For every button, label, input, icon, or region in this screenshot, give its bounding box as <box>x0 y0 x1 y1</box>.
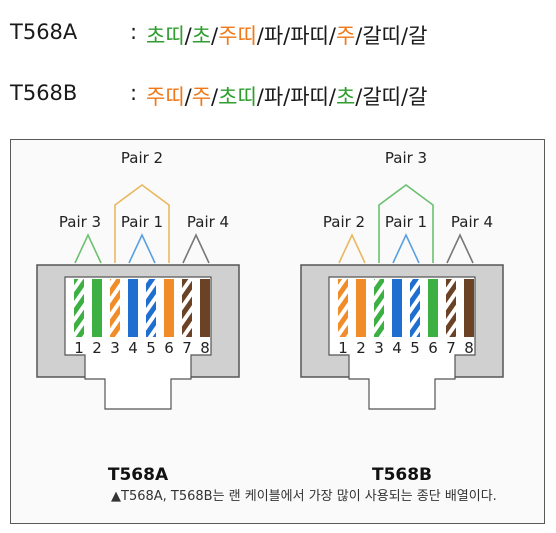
wire-6 <box>428 279 438 337</box>
sequence-segment: /파/파띠/ <box>256 85 336 109</box>
pin-number: 7 <box>446 339 456 357</box>
pin-number: 4 <box>392 339 402 357</box>
pair-left-line <box>338 233 366 264</box>
sequence-segment: / <box>184 24 192 48</box>
sequence-segment: 주띠 <box>146 85 185 109</box>
pin-number: 3 <box>110 339 120 357</box>
wire-5 <box>410 279 420 337</box>
wire-sequence: 초띠/초/주띠/파/파띠/주/갈띠/갈 <box>146 20 427 50</box>
sequence-segment: /파/파띠/ <box>256 24 336 48</box>
pair-right-line <box>182 233 210 264</box>
figure-caption: ▲T568A, T568B는 랜 케이블에서 가장 많이 사용되는 종단 배열이… <box>111 489 497 504</box>
pin-number: 5 <box>410 339 420 357</box>
wire-7 <box>446 279 456 337</box>
sequence-segment: /갈띠/갈 <box>355 85 428 109</box>
wire-4 <box>128 279 138 337</box>
pin-number: 8 <box>200 339 210 357</box>
standard-name: T568B <box>10 81 78 105</box>
pair-right-line <box>446 233 474 264</box>
wire-3 <box>374 279 384 337</box>
pair-left-label: Pair 3 <box>59 213 101 231</box>
pin-number: 7 <box>182 339 192 357</box>
pin-number: 8 <box>464 339 474 357</box>
sequence-segment: / <box>211 24 219 48</box>
pin-number: 3 <box>374 339 384 357</box>
sequence-segment: /갈띠/갈 <box>355 24 428 48</box>
standard-name: T568A <box>10 20 78 44</box>
wire-1 <box>74 279 84 337</box>
sequence-segment: 주띠 <box>218 24 257 48</box>
colon: : <box>130 81 138 105</box>
wire-8 <box>464 279 474 337</box>
pair-top-line <box>114 184 170 263</box>
wire-sequence: 주띠/주/초띠/파/파띠/초/갈띠/갈 <box>146 81 427 111</box>
pin-number: 6 <box>164 339 174 357</box>
pair-mid-label: Pair 1 <box>385 213 427 231</box>
pair-left-label: Pair 2 <box>323 213 365 231</box>
connector-title: T568B <box>372 465 432 485</box>
pair-right-label: Pair 4 <box>451 213 493 231</box>
wire-1 <box>338 279 348 337</box>
colon: : <box>130 20 138 44</box>
wire-6 <box>164 279 174 337</box>
sequence-segment: / <box>184 85 192 109</box>
wire-5 <box>146 279 156 337</box>
pin-number: 1 <box>74 339 84 357</box>
pin-number: 4 <box>128 339 138 357</box>
wire-4 <box>392 279 402 337</box>
pin-number: 5 <box>146 339 156 357</box>
sequence-segment: 주 <box>191 85 212 109</box>
pair-mid-line <box>392 233 420 264</box>
wire-2 <box>92 279 102 337</box>
pair-top-line <box>378 184 434 263</box>
pair-left-line <box>74 233 102 264</box>
pair-top-label: Pair 3 <box>385 149 427 167</box>
pair-top-label: Pair 2 <box>121 149 163 167</box>
wire-3 <box>110 279 120 337</box>
pin-number: 1 <box>338 339 348 357</box>
pin-number: 2 <box>92 339 102 357</box>
sequence-segment: 주 <box>335 24 356 48</box>
sequence-segment: / <box>211 85 219 109</box>
sequence-segment: 초 <box>191 24 212 48</box>
connector-title: T568A <box>108 465 169 485</box>
pair-right-label: Pair 4 <box>187 213 229 231</box>
sequence-segment: 초 <box>335 85 356 109</box>
sequence-segment: 초띠 <box>218 85 257 109</box>
pin-number: 2 <box>356 339 366 357</box>
wire-7 <box>182 279 192 337</box>
wire-8 <box>200 279 210 337</box>
pair-mid-label: Pair 1 <box>121 213 163 231</box>
sequence-segment: 초띠 <box>146 24 185 48</box>
pair-mid-line <box>128 233 156 264</box>
pin-number: 6 <box>428 339 438 357</box>
wire-2 <box>356 279 366 337</box>
